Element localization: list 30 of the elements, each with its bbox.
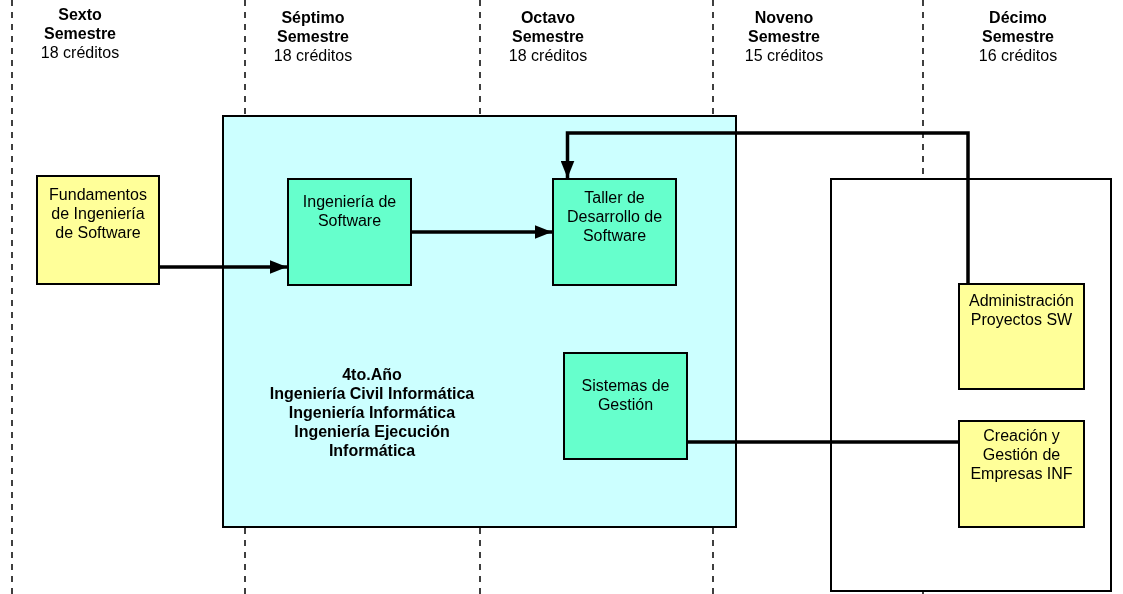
credits-label: 15 créditos — [744, 47, 824, 64]
semester-heading: Octavo Semestre — [510, 8, 585, 46]
semester-heading: Décimo Semestre — [980, 8, 1055, 46]
year-heading: 4to.Año — [341, 365, 403, 384]
connector-line — [688, 440, 958, 444]
semester-heading: Noveno Semestre — [746, 8, 821, 46]
course-box — [36, 175, 160, 285]
credits-label: 16 créditos — [978, 47, 1058, 64]
credits-label: 18 créditos — [508, 47, 588, 64]
arrow — [160, 260, 287, 274]
course-name: Taller de Desarrollo de Software — [565, 188, 664, 245]
credits-label: 18 créditos — [273, 47, 353, 64]
course-name: Sistemas de Gestión — [580, 376, 671, 414]
course-box — [958, 283, 1085, 390]
semester-heading: Sexto Semestre — [42, 5, 117, 43]
course-name: Fundamentos de Ingeniería de Software — [48, 185, 148, 242]
course-box — [287, 178, 412, 286]
course-box — [563, 352, 688, 460]
arrow — [560, 131, 970, 283]
course-box — [958, 420, 1085, 528]
credits-label: 18 créditos — [40, 44, 120, 61]
course-box — [552, 178, 677, 286]
program-list: Ingeniería Civil Informática Ingeniería Informática Ingeniería Ejecución Informática — [252, 384, 492, 460]
semester-heading: Séptimo Semestre — [275, 8, 350, 46]
year-panel — [222, 115, 737, 528]
course-name: Creación y Gestión de Empresas INF — [969, 426, 1074, 483]
course-name: Ingeniería de Software — [301, 192, 398, 230]
course-name: Administración Proyectos SW — [968, 291, 1075, 329]
arrow — [412, 225, 552, 239]
empty-box — [830, 178, 1112, 592]
